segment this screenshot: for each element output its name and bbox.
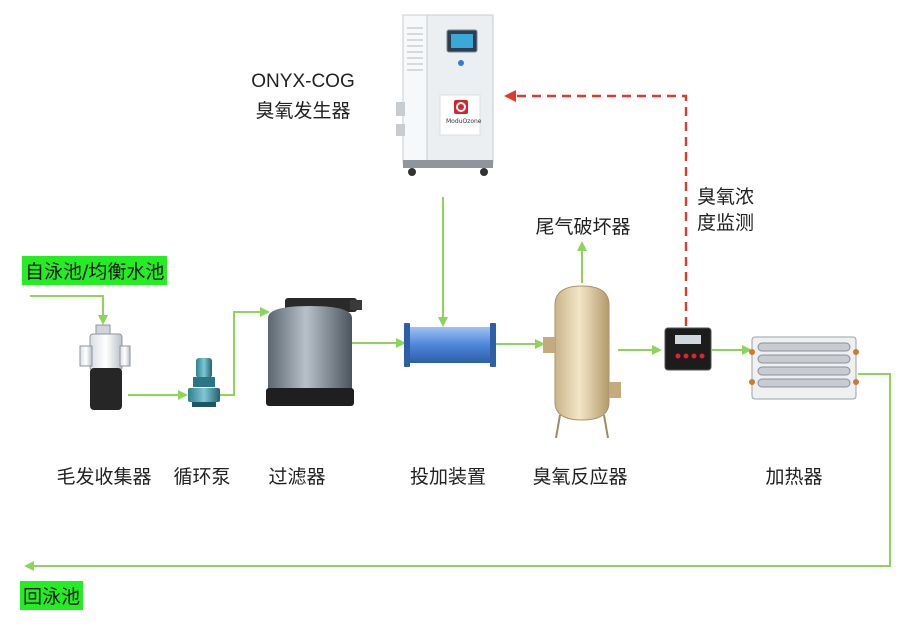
pump-to-filter-line bbox=[218, 307, 270, 396]
dosing-device bbox=[404, 323, 496, 367]
monitor-label-line2: 度监测 bbox=[697, 212, 755, 234]
circulation-pump bbox=[188, 358, 220, 407]
reactor-label: 臭氧反应器 bbox=[532, 466, 628, 488]
ozone-generator-cabinet bbox=[396, 14, 494, 176]
exhaust-destructor-label: 尾气破坏器 bbox=[535, 216, 631, 238]
generator-brand: ModuOzone bbox=[446, 118, 482, 125]
monitor-label-line1: 臭氧浓 bbox=[697, 186, 755, 208]
dosing-label: 投加装置 bbox=[409, 466, 487, 488]
flow-lines bbox=[24, 197, 891, 571]
heater-return-line bbox=[24, 373, 891, 571]
sand-filter bbox=[266, 298, 362, 406]
generator-subtitle: 臭氧发生器 bbox=[255, 100, 351, 122]
return-pool-tag: 回泳池 bbox=[20, 581, 84, 610]
heater bbox=[749, 336, 859, 400]
heater-label: 加热器 bbox=[765, 466, 823, 488]
ozone-reactor bbox=[543, 285, 621, 439]
ozone-monitor bbox=[664, 327, 712, 371]
hair-collector-label: 毛发收集器 bbox=[56, 466, 152, 488]
concentration-signal-line bbox=[504, 90, 688, 326]
filter-label: 过滤器 bbox=[268, 466, 326, 488]
inlet-line bbox=[30, 295, 108, 325]
generator-title: ONYX-COG bbox=[251, 71, 355, 92]
pump-label: 循环泵 bbox=[173, 466, 231, 488]
hair-collector bbox=[79, 324, 131, 410]
source-pool-tag: 自泳池/均衡水池 bbox=[22, 256, 168, 285]
